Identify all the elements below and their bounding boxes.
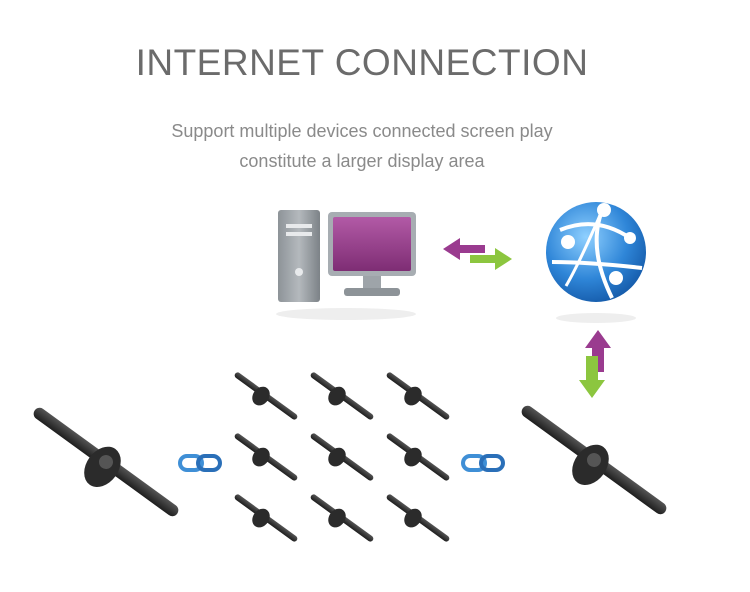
hologram-fan-icon (386, 372, 450, 420)
desktop-computer-icon (276, 210, 416, 320)
vertical-bidirectional-arrow-icon (579, 330, 611, 398)
hologram-fan-icon (386, 433, 450, 481)
chain-link-icon (178, 454, 222, 472)
hologram-fan-icon (234, 372, 298, 420)
hologram-fan-icon (386, 494, 450, 542)
hologram-fan-icon (521, 405, 667, 515)
hologram-fan-icon (234, 494, 298, 542)
hologram-fan-icon (33, 407, 179, 517)
hologram-fan-icon (234, 433, 298, 481)
page-title: INTERNET CONNECTION (135, 42, 589, 83)
hologram-fan-icon (310, 433, 374, 481)
chain-link-icon (461, 454, 505, 472)
subtitle-line-1: Support multiple devices connected scree… (171, 121, 553, 141)
hologram-fan-icon (310, 494, 374, 542)
network-globe-icon (546, 202, 646, 323)
bidirectional-arrow-icon (443, 238, 512, 270)
subtitle-line-2: constitute a larger display area (239, 151, 485, 171)
page-subtitle: Support multiple devices connected scree… (0, 116, 724, 176)
hologram-fan-icon (310, 372, 374, 420)
fan-grid (234, 372, 450, 542)
